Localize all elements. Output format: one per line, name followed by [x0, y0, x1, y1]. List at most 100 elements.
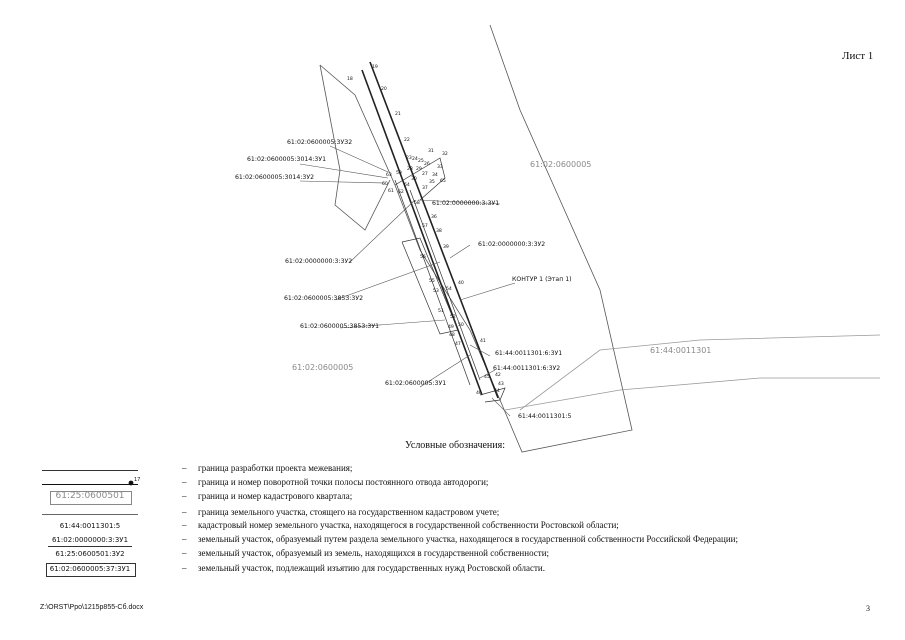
point-label: 36: [431, 214, 437, 220]
legend-text: кадастровый номер земельного участка, на…: [198, 520, 619, 530]
point-label: 58: [414, 200, 420, 206]
quarter-boundary-south: [519, 334, 881, 411]
road-corridor: [361, 61, 499, 399]
legend-dash: –: [182, 477, 187, 487]
point-label: 56: [420, 254, 426, 260]
quarter-label: 61:02:0600005: [530, 160, 591, 169]
inner-line-2: [409, 189, 481, 381]
legend-symbol: 61:44:0011301:5: [40, 520, 140, 534]
point-label: 48: [449, 332, 455, 338]
parcel-outline-north: [394, 157, 446, 201]
point-label: 60: [382, 181, 388, 187]
point-example: 17: [134, 477, 141, 483]
parcel-label: 61:02:0600005:3014:3У2: [235, 174, 314, 181]
quarter-boundaries: [319, 24, 881, 453]
road-edge-east: [369, 61, 499, 399]
corridor-details: [394, 157, 506, 403]
point-label: 51: [438, 308, 444, 314]
point-label: 44: [494, 388, 500, 394]
point-label: 59: [396, 170, 402, 176]
parcel-label: 61:02:0600005:3УЗ2: [287, 139, 352, 146]
point-label: 57: [422, 223, 428, 229]
parcel-outline: [401, 237, 459, 335]
point-label: 53: [433, 288, 439, 294]
legend-text: граница земельного участка, стоящего на …: [198, 507, 500, 517]
quarter-example: 61:25:0600501: [55, 491, 125, 501]
point-label: 22: [404, 137, 410, 143]
legend-row: – граница земельного участка, стоящего н…: [40, 507, 880, 521]
parcel-label: 61:44:0011301:6:3У2: [493, 365, 560, 372]
legend-text: граница и номер поворотной точки полосы …: [198, 477, 489, 487]
point-label: 37: [422, 185, 428, 191]
point-label: 18: [347, 76, 353, 82]
turning-points: 19 18 20 21 22 23 24 25 26 27 28 29 30 3…: [347, 64, 504, 396]
cadastral-map: 61:02:0600005 61:02:0600005 61:44:001130…: [235, 24, 881, 453]
legend-row: 61:25:0600501:3У2 – земельный участок, о…: [40, 548, 880, 562]
legend-row: 61:25:0600501 – граница и номер кадастро…: [40, 491, 880, 505]
point-marker-icon: [128, 480, 134, 486]
point-label: 31: [428, 148, 434, 154]
parcel-label: КОНТУР 1 (Этап 1): [512, 276, 572, 283]
point-label: 25: [418, 158, 424, 164]
parcel-label: 61:02:0000000:3:3У2: [285, 258, 352, 265]
quarter-boundary-west: [319, 64, 391, 231]
point-label: 62: [398, 189, 404, 195]
cadastral-example: 61:44:0011301:5: [59, 522, 121, 530]
leader-lines: [299, 145, 516, 417]
parcel-label: 61:02:0600005:3853:3У1: [300, 323, 379, 330]
legend-symbol: 61:02:0600005:37:3У1: [40, 563, 140, 577]
point-label: 39: [443, 244, 449, 250]
point-label: 35: [429, 179, 435, 185]
point-label: 28: [407, 166, 413, 172]
state-example: 61:25:0600501:3У2: [55, 550, 125, 558]
point-label: 65: [440, 178, 446, 184]
point-label: 64: [404, 182, 410, 188]
point-label: 23: [406, 155, 412, 161]
point-label: 40: [458, 280, 464, 286]
point-label: 41: [480, 338, 486, 344]
point-label: 52: [450, 314, 456, 320]
parcel-label: 61:44:0011301:6:3У1: [495, 350, 562, 357]
legend-title: Условные обозначения:: [405, 440, 506, 451]
parcel-label: 61:02:0000000:3:3У2: [478, 241, 545, 248]
point-label: 24: [412, 156, 418, 162]
legend-dash: –: [182, 548, 187, 558]
point-label: 34: [432, 172, 438, 178]
point-label: 45: [484, 374, 490, 380]
point-label: 30: [411, 176, 417, 182]
legend-symbol: 61:25:0600501: [40, 491, 140, 505]
point-label: 54: [446, 286, 452, 292]
parcel-label: 61:02:0000000:3:3У1: [432, 200, 499, 207]
legend-text: граница и номер кадастрового квартала;: [198, 491, 353, 501]
point-label: 21: [395, 111, 401, 117]
legend-text: земельный участок, образуемый путем разд…: [198, 534, 738, 544]
legend-dash: –: [182, 463, 187, 473]
legend-dash: –: [182, 491, 187, 501]
point-label: 20: [381, 86, 387, 92]
legend-text: земельный участок, образуемый из земель,…: [198, 548, 550, 558]
seized-example: 61:02:0600005:37:3У1: [49, 565, 131, 573]
point-label: 32: [442, 151, 448, 157]
point-label: 61: [388, 188, 394, 194]
legend-symbol: 61:25:0600501:3У2: [40, 548, 140, 562]
legend-symbol: 17: [40, 477, 140, 491]
parcel-label: 61:02:0600005:3014:3У1: [247, 156, 326, 163]
legend-dash: –: [182, 507, 187, 517]
legend-row: – граница разработки проекта межевания;: [40, 463, 880, 477]
page-number: 3: [866, 604, 870, 613]
legend-text: граница разработки проекта межевания;: [198, 463, 353, 473]
point-label: 63: [386, 172, 392, 178]
point-label: 38: [436, 228, 442, 234]
point-label: 29: [416, 166, 422, 172]
point-label: 33: [437, 164, 443, 170]
point-label: 50: [458, 322, 464, 328]
legend-row: 61:02:0600005:37:3У1 – земельный участок…: [40, 563, 880, 577]
point-label: 46: [476, 390, 482, 396]
parcel-label: 61:44:0011301:5: [518, 413, 572, 420]
parcel-label: 61:02:0600005:3853:3У2: [284, 295, 363, 302]
quarter-label: 61:44:0011301: [650, 346, 711, 355]
legend-text: земельный участок, подлежащий изъятию дл…: [198, 563, 546, 573]
point-label: 47: [455, 341, 461, 347]
parcel-outline-south: [479, 387, 506, 403]
footer-file-path: Z:\ORST\Ppo\1215p855-Сб.docx: [40, 604, 144, 611]
